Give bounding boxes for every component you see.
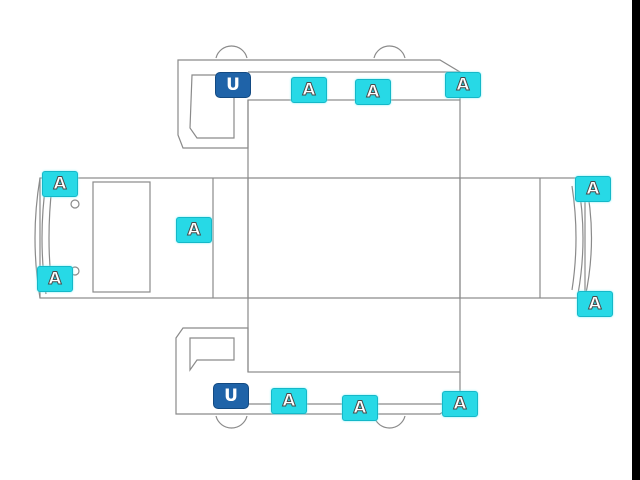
- a-marker-bottom-1: A: [271, 388, 307, 414]
- a-marker-top-3: A: [445, 72, 481, 98]
- top-cab-outline: [177, 59, 461, 149]
- a-marker-bottom-3: A: [442, 391, 478, 417]
- right-panel-outline: [459, 177, 586, 299]
- u-marker-bottom: U: [213, 383, 249, 409]
- top-wheel-left: [215, 45, 248, 59]
- a-marker-right-upper: A: [575, 176, 611, 202]
- right-edge-border: [632, 0, 640, 480]
- a-marker-left-upper: A: [42, 171, 78, 197]
- a-marker-right-lower: A: [577, 291, 613, 317]
- bottom-wheel-right: [373, 415, 406, 429]
- u-marker-top: U: [215, 72, 251, 98]
- left-panel-window: [92, 181, 151, 293]
- a-marker-left-lower: A: [37, 266, 73, 292]
- a-marker-bottom-2: A: [342, 395, 378, 421]
- cargo-body-outline: [247, 99, 461, 373]
- a-marker-top-1: A: [291, 77, 327, 103]
- a-marker-left-center: A: [176, 217, 212, 243]
- top-wheel-right: [373, 45, 406, 59]
- left-panel-outline: [39, 177, 249, 299]
- a-marker-top-2: A: [355, 79, 391, 105]
- bottom-wheel-left: [215, 415, 248, 429]
